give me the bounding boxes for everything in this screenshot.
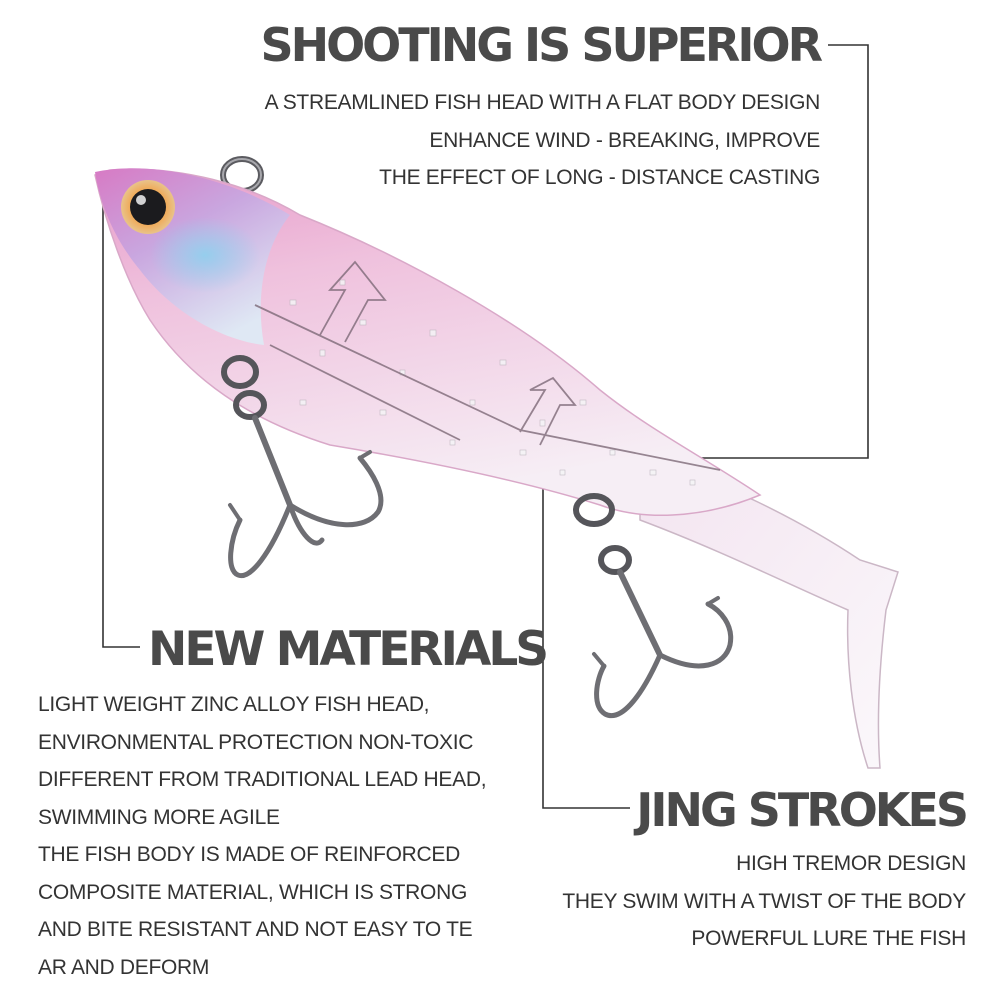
materials-line-8: AR AND DEFORM (38, 955, 210, 979)
strokes-heading: JING STROKES (636, 783, 969, 837)
strokes-line-2: THEY SWIM WITH A TWIST OF THE BODY (562, 889, 966, 913)
materials-line-4: SWIMMING MORE AGILE (38, 805, 280, 829)
materials-line-6: COMPOSITE MATERIAL, WHICH IS STRONG (38, 880, 467, 904)
shooting-heading: SHOOTING IS SUPERIOR (260, 18, 823, 72)
callout-line-materials (102, 182, 140, 648)
materials-line-2: ENVIRONMENTAL PROTECTION NON-TOXIC (38, 730, 474, 754)
glitter-flakes (289, 279, 696, 486)
materials-description: LIGHT WEIGHT ZINC ALLOY FISH HEAD, ENVIR… (38, 694, 558, 994)
lure-eye (121, 180, 175, 234)
rear-treble-hook (573, 493, 734, 719)
materials-line-5: THE FISH BODY IS MADE OF REINFORCED (38, 843, 460, 866)
callout-lines (102, 44, 869, 809)
shooting-description: A STREAMLINED FISH HEAD WITH A FLAT BODY… (180, 91, 821, 205)
front-treble-hook (221, 355, 384, 579)
strokes-description: HIGH TREMOR DESIGN THEY SWIM WITH A TWIS… (500, 853, 966, 966)
shooting-line-2: ENHANCE WIND - BREAKING, IMPROVE (429, 128, 820, 152)
callout-line-shooting (678, 44, 869, 459)
internal-frame (254, 260, 721, 471)
shooting-line-1: A STREAMLINED FISH HEAD WITH A FLAT BODY… (264, 91, 821, 114)
strokes-line-3: POWERFUL LURE THE FISH (691, 927, 966, 950)
materials-line-7: AND BITE RESISTANT AND NOT EASY TO TE (38, 918, 473, 941)
materials-heading: NEW MATERIALS (148, 622, 549, 677)
materials-line-1: LIGHT WEIGHT ZINC ALLOY FISH HEAD, (38, 693, 430, 716)
shooting-line-3: THE EFFECT OF LONG - DISTANCE CASTING (379, 166, 820, 189)
materials-line-3: DIFFERENT FROM TRADITIONAL LEAD HEAD, (38, 768, 487, 791)
lure-tail (639, 453, 899, 769)
strokes-line-1: HIGH TREMOR DESIGN (736, 852, 966, 875)
callout-line-strokes (542, 480, 630, 809)
